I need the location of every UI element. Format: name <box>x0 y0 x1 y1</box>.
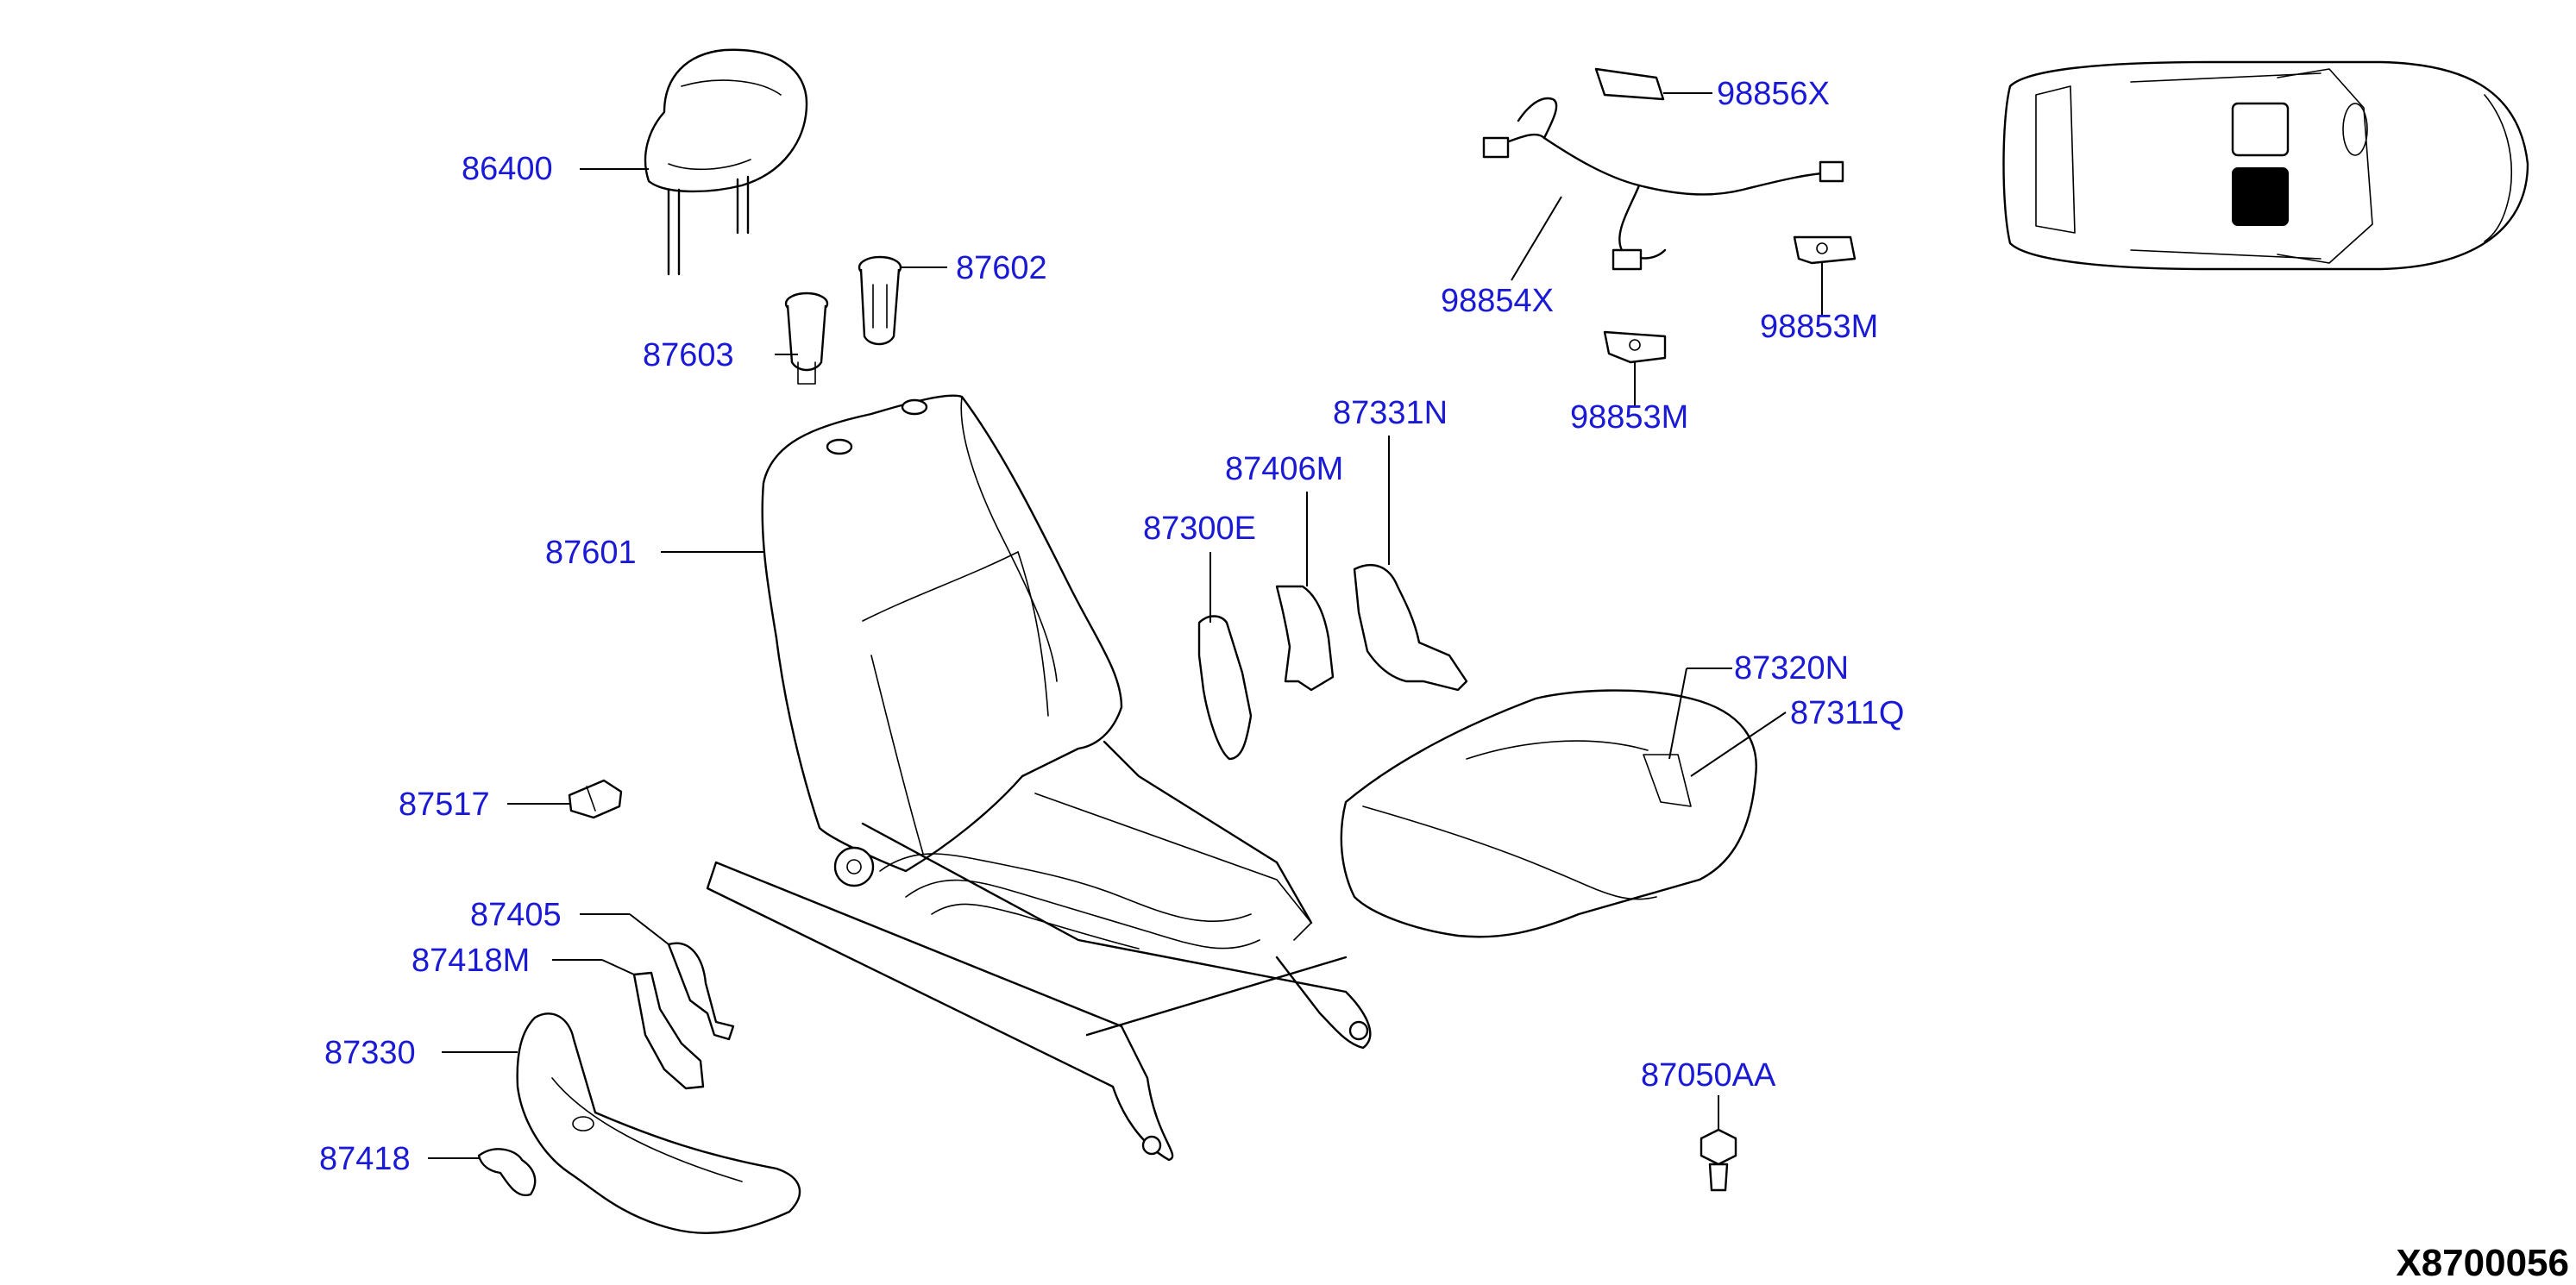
seat-cushion-part <box>1340 668 1787 938</box>
part-label-87601: 87601 <box>545 535 637 571</box>
recliner-cover-parts <box>1197 436 1468 761</box>
part-label-98853M-upper: 98853M <box>1760 309 1879 345</box>
seat-back-part <box>661 394 1123 873</box>
part-label-87330: 87330 <box>324 1035 416 1071</box>
part-label-87418: 87418 <box>319 1141 411 1177</box>
part-label-87311Q: 87311Q <box>1790 695 1905 731</box>
side-trim-parts <box>428 913 801 1235</box>
part-label-98854X: 98854X <box>1441 283 1555 319</box>
part-label-87517: 87517 <box>399 787 490 823</box>
part-label-98856X: 98856X <box>1717 76 1831 112</box>
vehicle-locator-icon <box>2002 60 2529 271</box>
part-label-87405: 87405 <box>470 897 562 933</box>
bracket-87517-part <box>507 779 623 819</box>
headrest-guide-parts <box>775 255 947 385</box>
part-label-87602: 87602 <box>956 250 1047 286</box>
part-label-87050AA: 87050AA <box>1641 1057 1776 1094</box>
seat-frame-part <box>706 740 1372 1162</box>
part-label-87603: 87603 <box>643 337 734 373</box>
part-label-87406M: 87406M <box>1225 451 1344 487</box>
part-label-87418M: 87418M <box>412 943 531 979</box>
part-label-87320N: 87320N <box>1734 650 1850 686</box>
diagram-code: X8700056 <box>2396 1242 2569 1284</box>
headrest-part <box>580 48 808 276</box>
part-label-87300E: 87300E <box>1143 511 1257 547</box>
part-label-87331N: 87331N <box>1333 395 1448 431</box>
part-label-98853M-lower: 98853M <box>1570 399 1689 436</box>
wiring-harness-parts <box>1482 67 1857 405</box>
part-label-86400: 86400 <box>462 151 553 187</box>
bolt-87050AA-part <box>1700 1095 1737 1192</box>
